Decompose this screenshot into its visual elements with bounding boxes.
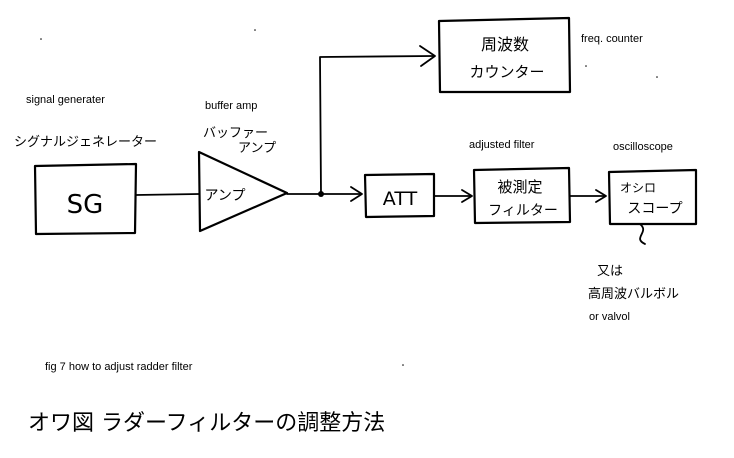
adjusted-filter-en-label: adjusted filter bbox=[469, 139, 535, 151]
caption-en: fig 7 how to adjust radder filter bbox=[45, 361, 193, 373]
freq-counter-box bbox=[437, 16, 572, 94]
signal-generator-box bbox=[33, 162, 138, 236]
oscilloscope-en-label: oscilloscope bbox=[613, 141, 673, 153]
att-label: ATT bbox=[383, 188, 418, 210]
oscilloscope-box bbox=[607, 168, 698, 226]
filter-under-test-label-1: 被測定 bbox=[497, 178, 542, 196]
filter-under-test-box bbox=[472, 166, 572, 225]
probe-squiggle bbox=[639, 223, 646, 245]
att-box bbox=[363, 172, 436, 219]
att-block: ATT bbox=[363, 172, 436, 219]
oscilloscope-label-1: オシロ bbox=[620, 181, 656, 195]
signal-generator-jp-label: シグナルジェネレーター bbox=[14, 135, 157, 150]
filter-under-test-label-2: フィルター bbox=[488, 203, 558, 219]
wire-to-counter bbox=[319, 55, 434, 195]
arrowhead-counter-input bbox=[419, 45, 436, 67]
wire-sg-to-amp bbox=[135, 193, 200, 196]
oscilloscope-label-2: スコープ bbox=[627, 201, 682, 217]
arrowhead-filter-input bbox=[461, 189, 473, 203]
buffer-amp-block: アンプ bbox=[197, 150, 289, 233]
stray-dot bbox=[40, 38, 42, 40]
oscilloscope-block: オシロ スコープ bbox=[607, 168, 698, 226]
signal-generator-block: SG bbox=[33, 162, 138, 236]
stray-dot bbox=[254, 29, 256, 31]
arrowhead-att-input bbox=[350, 186, 363, 202]
buffer-amp-jp-label-2: アンプ bbox=[238, 141, 276, 156]
probe-note-en-label: or valvol bbox=[589, 311, 630, 323]
signal-generator-label: SG bbox=[67, 190, 104, 220]
arrowhead-scope-input bbox=[595, 189, 607, 203]
buffer-amp-triangle bbox=[197, 150, 289, 233]
buffer-amp-jp-label-1: バッファー bbox=[203, 126, 268, 141]
freq-counter-label-1: 周波数 bbox=[481, 35, 529, 54]
stray-dot bbox=[402, 364, 404, 366]
stray-dot bbox=[656, 76, 658, 78]
stray-dot bbox=[585, 65, 587, 67]
filter-under-test-block: 被測定 フィルター bbox=[472, 166, 572, 225]
probe-note-jp-2: 高周波バルボル bbox=[588, 286, 679, 302]
freq-counter-en-label: freq. counter bbox=[581, 33, 643, 45]
freq-counter-block: 周波数 カウンター bbox=[437, 16, 572, 94]
freq-counter-label-2: カウンター bbox=[469, 63, 544, 81]
buffer-amp-inner-label: アンプ bbox=[204, 188, 245, 204]
probe-note-jp-1: 又は bbox=[597, 264, 623, 279]
signal-generator-en-label: signal generater bbox=[26, 94, 105, 106]
buffer-amp-en-label: buffer amp bbox=[205, 100, 257, 112]
caption-jp: オワ図 ラダーフィルターの調整方法 bbox=[28, 411, 385, 436]
